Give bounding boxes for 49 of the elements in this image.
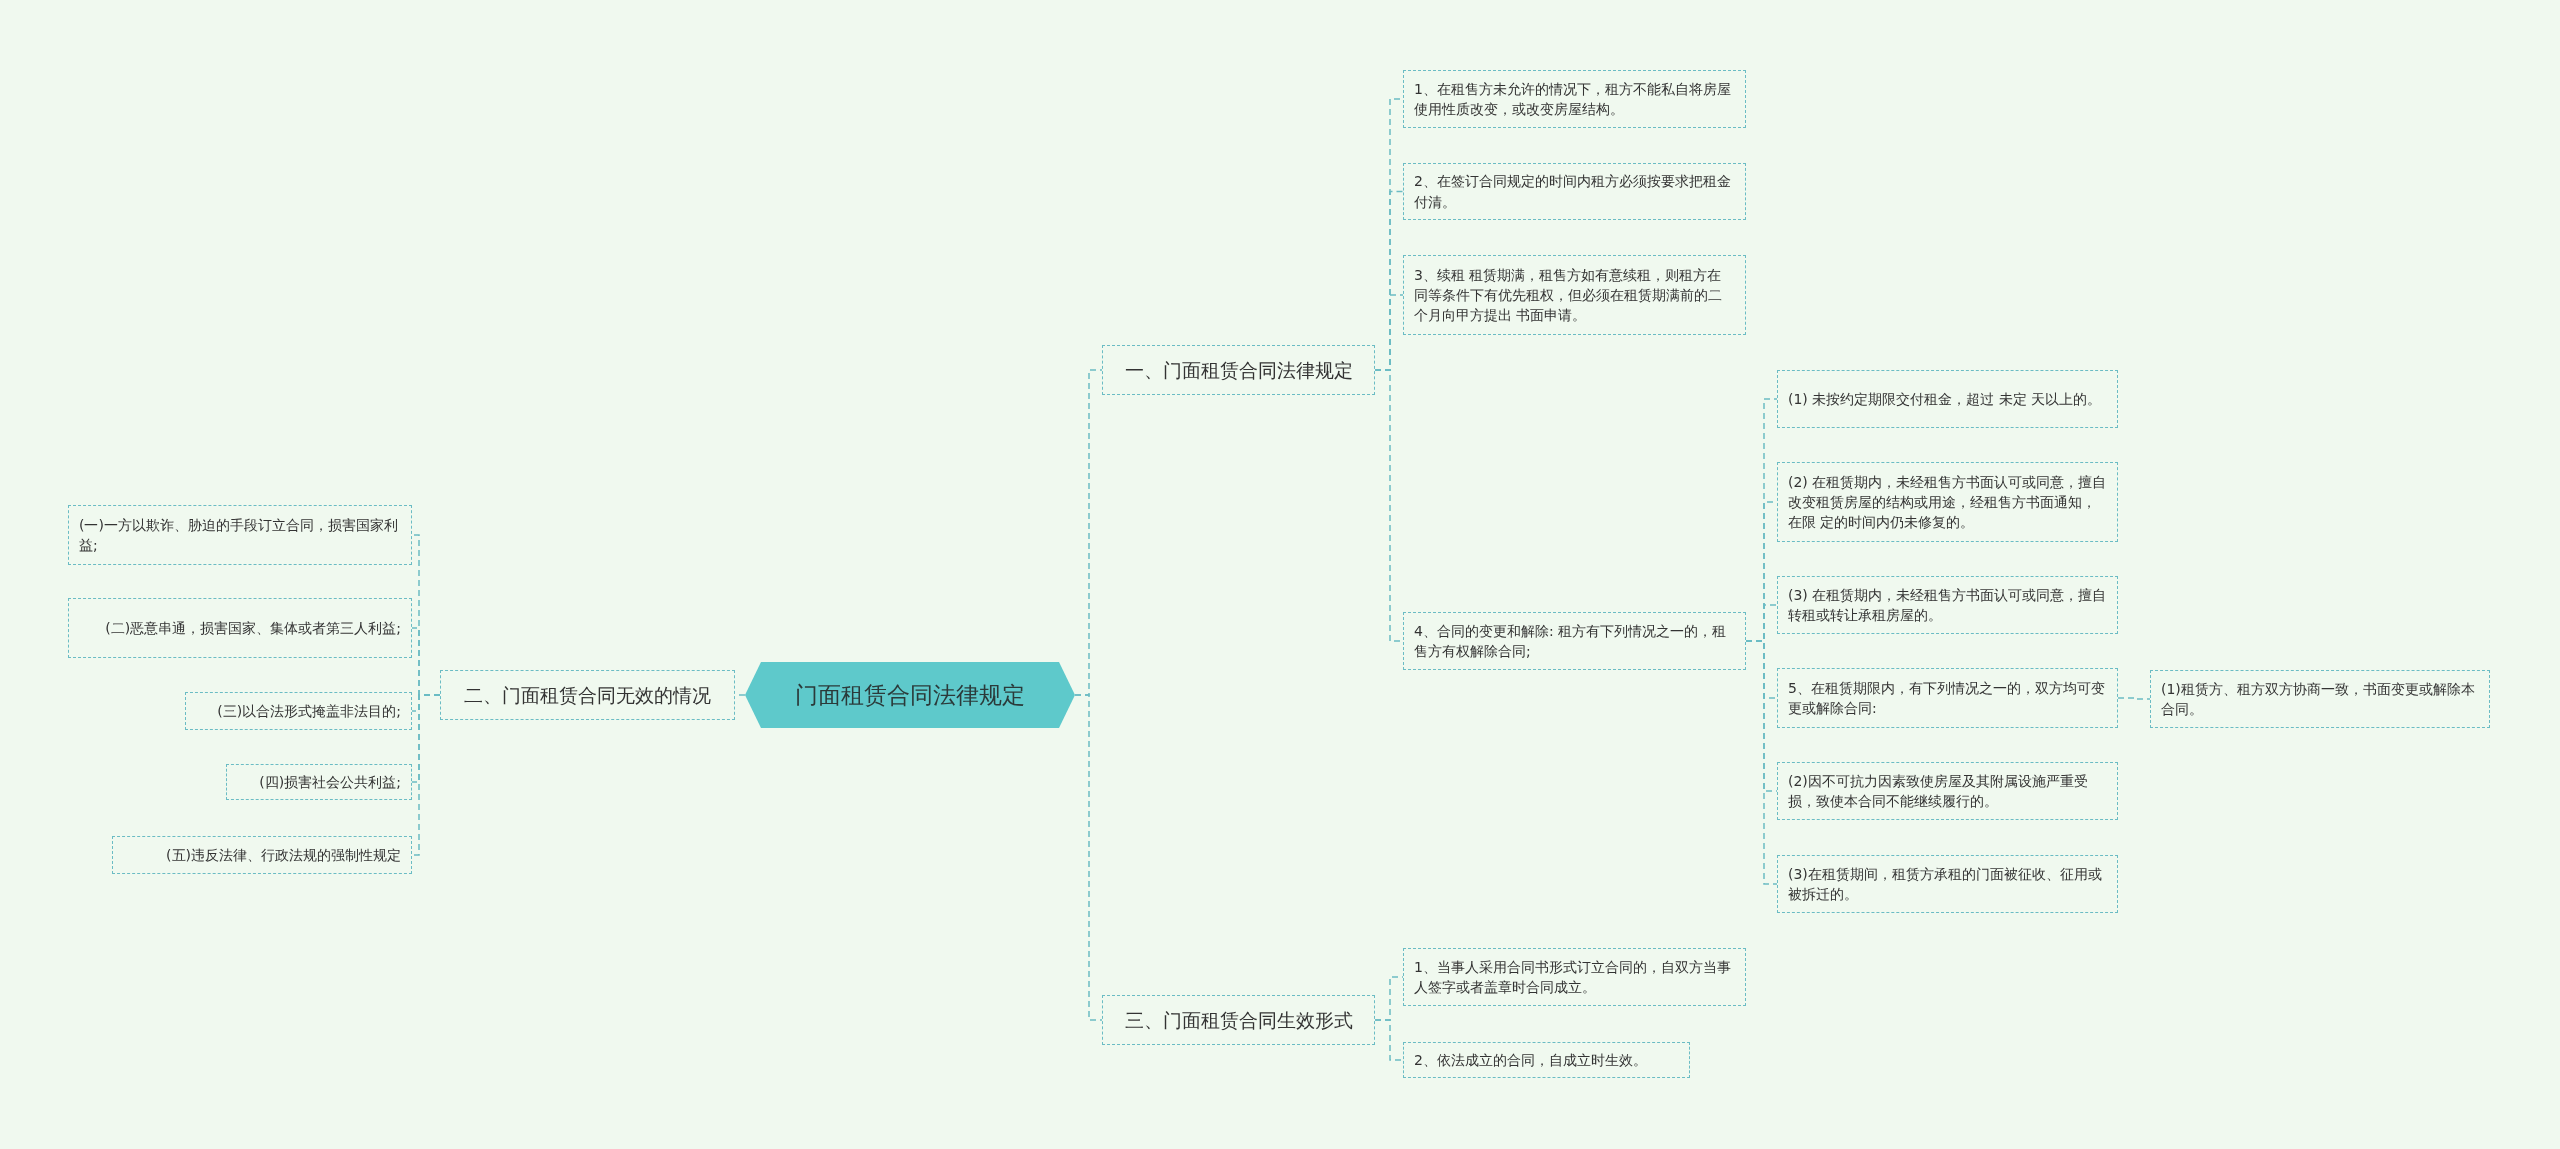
detail-text: 3、续租 租赁期满，租售方如有意续租，则租方在同等条件下有优先租权，但必须在租赁期满前的二个月向甲方提出 书面申请。 [1414, 265, 1723, 326]
detail-box [1777, 462, 2118, 542]
detail-text: (3)在租赁期间，租赁方承租的门面被征收、征用或被拆迁的。 [1788, 864, 2103, 904]
detail-box [2150, 670, 2490, 728]
subtopic-text: 一、门面租赁合同法律规定 [1124, 357, 1353, 383]
detail-box [185, 692, 412, 730]
detail-text: (一)一方以欺诈、胁迫的手段订立合同，损害国家利益; [79, 515, 399, 555]
subtopic-text: 三、门面租赁合同生效形式 [1124, 1007, 1353, 1033]
detail-box [1403, 255, 1746, 335]
subtopic-text: 二、门面租赁合同无效的情况 [464, 682, 711, 708]
detail-box [68, 598, 412, 658]
detail-text: (三)以合法形式掩盖非法目的; [217, 701, 401, 721]
detail-text: (五)违反法律、行政法规的强制性规定 [166, 845, 401, 865]
connector-line [1074, 694, 1103, 1021]
detail-text: 1、在租售方未允许的情况下，租方不能私自将房屋使用性质改变，或改变房屋结构。 [1414, 79, 1732, 119]
detail-box [1777, 576, 2118, 634]
detail-box [1403, 612, 1746, 670]
detail-box [1403, 1042, 1690, 1078]
detail-box [1403, 70, 1746, 128]
detail-text: (四)损害社会公共利益; [259, 772, 401, 792]
detail-text: (2)因不可抗力因素致使房屋及其附属设施严重受损，致使本合同不能继续履行的。 [1788, 771, 2089, 811]
detail-box [1777, 668, 2118, 728]
detail-text: (1)租赁方、租方双方协商一致，书面变更或解除本合同。 [2161, 679, 2476, 719]
detail-box [1777, 370, 2118, 428]
connector-line [1745, 640, 1778, 885]
detail-text: 4、合同的变更和解除: 租方有下列情况之一的，租售方有权解除合同; [1414, 621, 1728, 661]
detail-text: 2、依法成立的合同，自成立时生效。 [1414, 1050, 1647, 1070]
detail-text: (3) 在租赁期内，未经租售方书面认可或同意，擅自转租或转让承租房屋的。 [1788, 585, 2107, 625]
detail-text: 2、在签订合同规定的时间内租方必须按要求把租金付清。 [1414, 172, 1732, 212]
detail-text: (2) 在租赁期内，未经租售方书面认可或同意，擅自改变租赁房屋的结构或用途，经租售方书面通知，在限 定的时间内仍未修复的。 [1788, 472, 2107, 533]
subtopic-box [1102, 995, 1375, 1045]
detail-box [1777, 855, 2118, 913]
detail-text: (二)恶意串通，损害国家、集体或者第三人利益; [105, 618, 401, 638]
connector-line [1374, 1019, 1404, 1061]
detail-box [68, 505, 412, 565]
detail-box [1403, 163, 1746, 220]
detail-box [1403, 948, 1746, 1006]
detail-box [226, 764, 412, 800]
central-topic-hexagon [745, 662, 1075, 728]
detail-text: (1) 未按约定期限交付租金，超过 未定 天以上的。 [1788, 389, 2102, 409]
subtopic-box [1102, 345, 1375, 395]
topic-text: 门面租赁合同法律规定 [795, 680, 1025, 710]
detail-text: 5、在租赁期限内，有下列情况之一的，双方均可变更或解除合同: [1788, 678, 2106, 718]
connector-line [2117, 697, 2151, 700]
connector-line [411, 694, 441, 856]
subtopic-box [440, 670, 735, 720]
detail-box [112, 836, 412, 874]
detail-text: 1、当事人采用合同书形式订立合同的，自双方当事人签字或者盖章时合同成立。 [1414, 957, 1732, 997]
detail-box [1777, 762, 2118, 820]
